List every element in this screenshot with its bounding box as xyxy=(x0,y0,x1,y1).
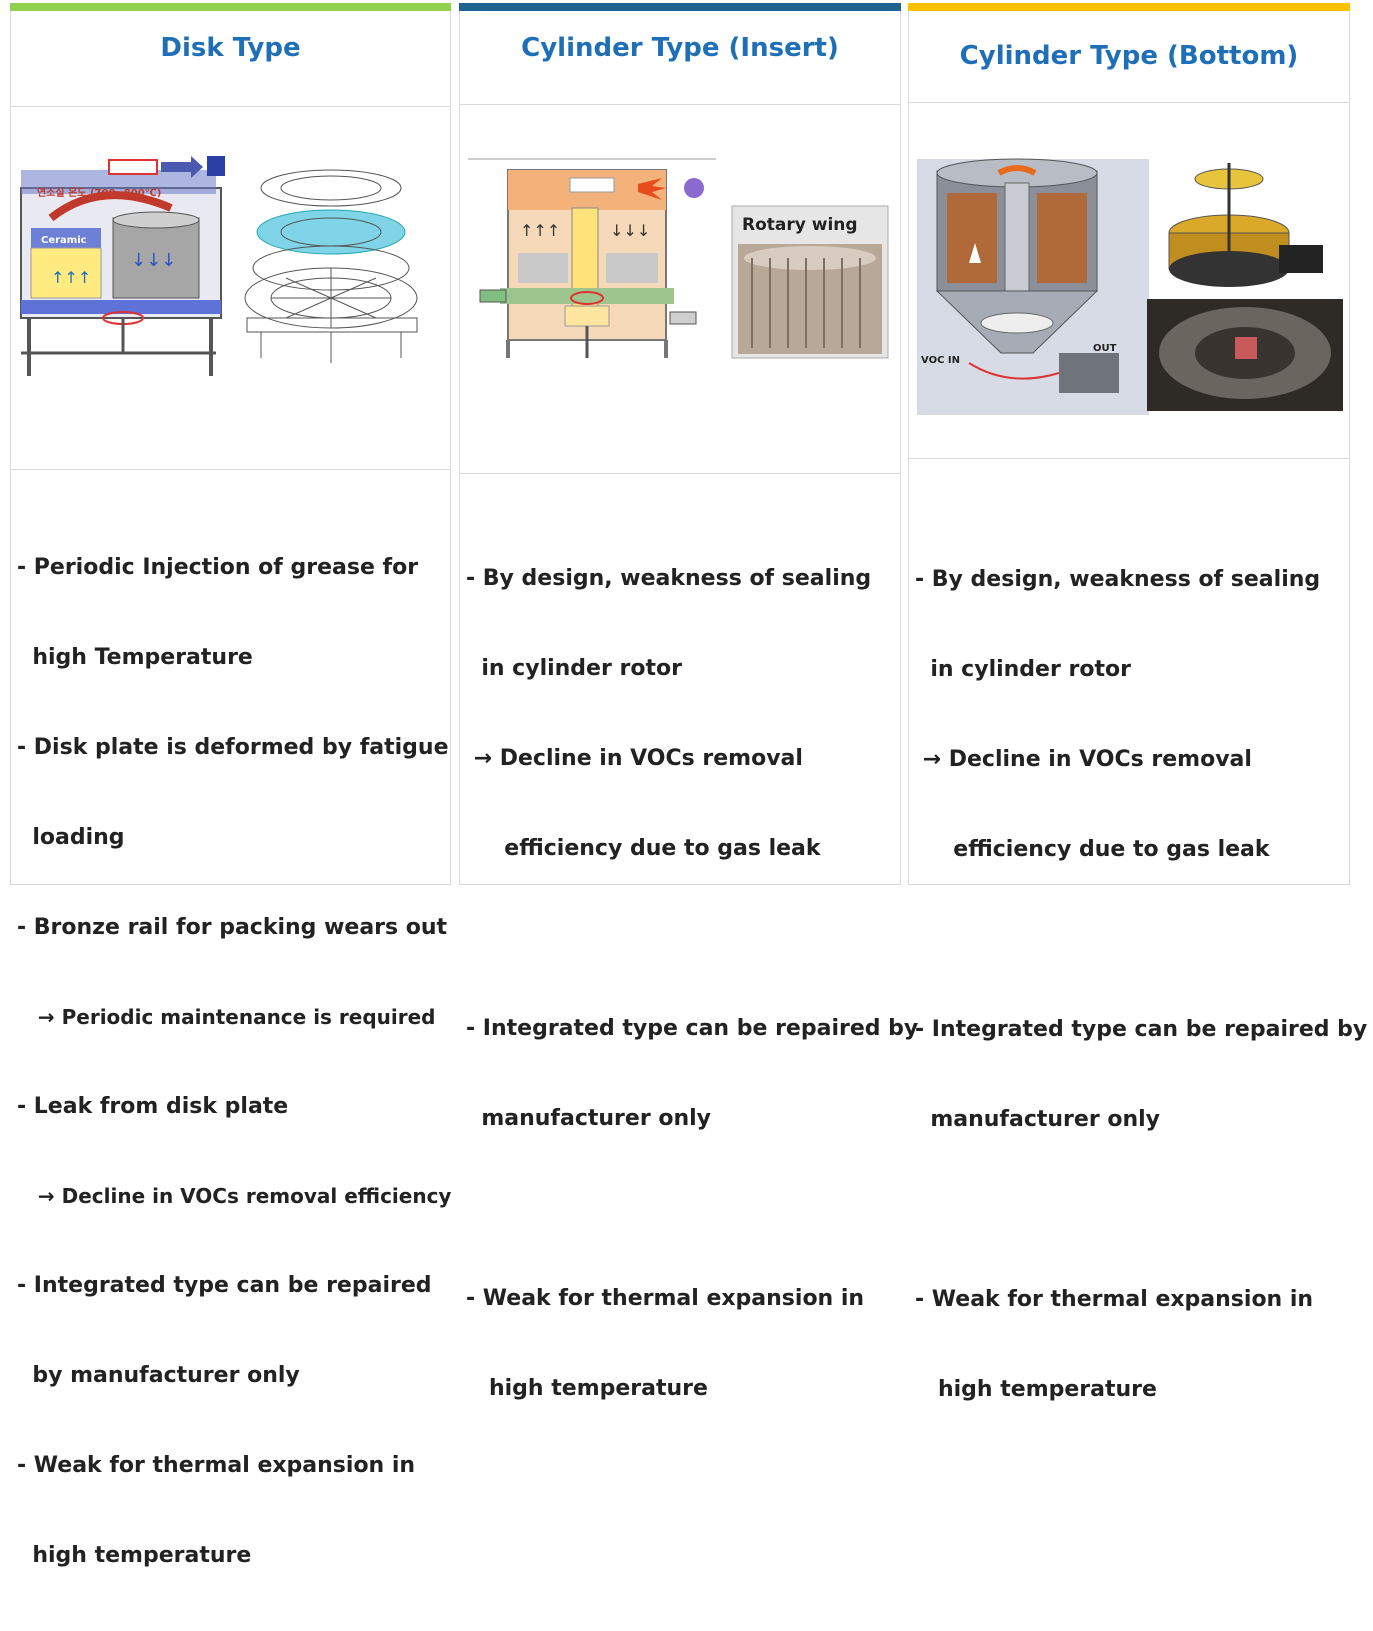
column-title: Cylinder Type (Insert) xyxy=(521,33,839,63)
column-disk-type: Disk Type 연소실 온도 (700~800℃) Ceramic ↑↑↑ … xyxy=(10,3,451,1568)
description-line: - Integrated type can be repaired xyxy=(17,1273,432,1298)
description-line: → Decline in VOCs removal xyxy=(915,747,1252,772)
description-line xyxy=(466,1194,900,1224)
description-line: high temperature xyxy=(466,1376,708,1401)
disk-type-diagram: 연소실 온도 (700~800℃) Ceramic ↑↑↑ ↓↓↓ xyxy=(11,148,450,388)
description-line: - Integrated type can be repaired by xyxy=(915,1017,1368,1042)
column-accent-bar xyxy=(908,3,1350,11)
description-line: - Leak from disk plate xyxy=(17,1094,289,1119)
description-list: - By design, weakness of sealing in cyli… xyxy=(915,505,1368,1465)
description-line xyxy=(915,1195,1349,1225)
description-line: → Decline in VOCs removal xyxy=(466,746,803,771)
divider xyxy=(11,469,450,470)
description-line: - By design, weakness of sealing xyxy=(466,566,872,591)
svg-text:↓↓↓: ↓↓↓ xyxy=(610,221,650,240)
description-line: - Periodic Injection of grease for xyxy=(17,555,419,580)
description-line: - Weak for thermal expansion in xyxy=(17,1453,416,1478)
column-title: Disk Type xyxy=(160,33,301,63)
cylinder-insert-diagram: ↑↑↑ ↓↓↓ Rotary wing xyxy=(460,158,900,368)
diagram-label-ceramic: Ceramic xyxy=(41,235,87,246)
column-cylinder-insert: Cylinder Type (Insert) ↑↑↑ ↓↓↓ Rotary xyxy=(459,3,918,1401)
description-line: - Integrated type can be repaired by xyxy=(466,1016,919,1041)
svg-text:↑↑↑: ↑↑↑ xyxy=(520,221,560,240)
column-title: Cylinder Type (Bottom) xyxy=(959,41,1299,71)
description-line: → Periodic maintenance is required xyxy=(17,1005,436,1029)
description-line: high Temperature xyxy=(17,645,253,670)
column-accent-bar xyxy=(459,3,901,11)
description-line: manufacturer only xyxy=(466,1106,711,1131)
column-accent-bar xyxy=(10,3,451,11)
description-line: in cylinder rotor xyxy=(466,656,682,681)
description-list: - Periodic Injection of grease for high … xyxy=(17,493,452,1631)
description-line: efficiency due to gas leak xyxy=(915,837,1270,862)
svg-text:↑↑↑: ↑↑↑ xyxy=(51,268,91,287)
description-line: - Disk plate is deformed by fatigue xyxy=(17,735,449,760)
description-line: - Bronze rail for packing wears out xyxy=(17,915,448,940)
diagram-label-voc-in: VOC IN xyxy=(921,355,960,366)
description-line: efficiency due to gas leak xyxy=(466,836,821,861)
divider xyxy=(460,104,900,105)
divider xyxy=(909,458,1349,459)
description-line xyxy=(915,925,1349,955)
description-line: - Weak for thermal expansion in xyxy=(915,1287,1314,1312)
description-line: → Decline in VOCs removal efficiency xyxy=(17,1184,452,1208)
description-line xyxy=(466,924,900,954)
divider xyxy=(11,106,450,107)
description-line: in cylinder rotor xyxy=(915,657,1131,682)
column-cylinder-bottom: Cylinder Type (Bottom) VOC IN OUT xyxy=(908,3,1367,1402)
description-line: - By design, weakness of sealing xyxy=(915,567,1321,592)
svg-text:↓↓↓: ↓↓↓ xyxy=(131,250,176,271)
description-line: loading xyxy=(17,825,125,850)
description-line: manufacturer only xyxy=(915,1107,1160,1132)
divider xyxy=(909,102,1349,103)
description-line: high temperature xyxy=(915,1377,1157,1402)
description-line: - Weak for thermal expansion in xyxy=(466,1286,865,1311)
diagram-label-out: OUT xyxy=(1093,343,1117,354)
divider xyxy=(460,473,900,474)
diagram-label-rotary-wing: Rotary wing xyxy=(742,215,858,235)
description-list: - By design, weakness of sealing in cyli… xyxy=(466,504,919,1464)
description-line: by manufacturer only xyxy=(17,1363,300,1388)
description-line: high temperature xyxy=(17,1543,252,1568)
cylinder-bottom-diagram: VOC IN OUT xyxy=(909,153,1349,418)
